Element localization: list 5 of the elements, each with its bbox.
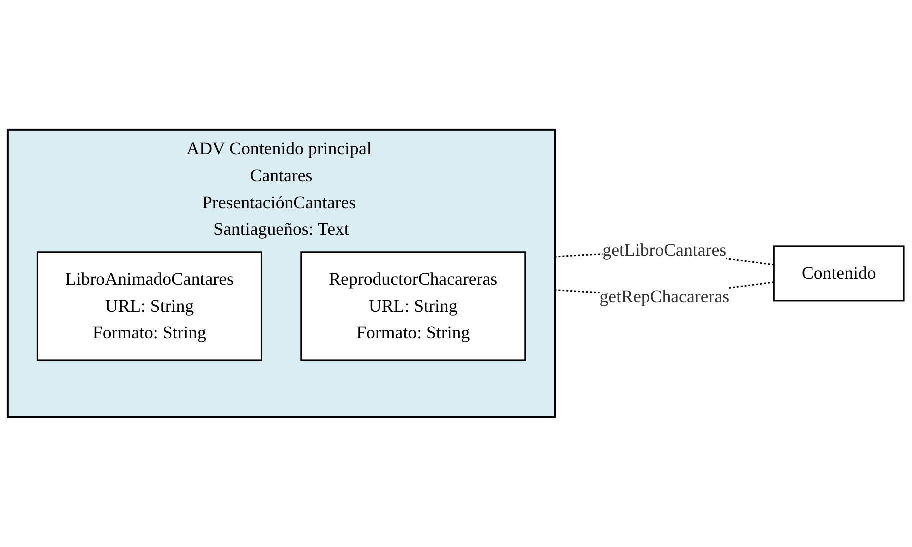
edge-label: getRepChacareras <box>600 286 730 306</box>
edge-label: getLibroCantares <box>602 240 727 260</box>
node-box: LibroAnimadoCantares URL: String Formato: String <box>36 251 262 361</box>
node-box: Contenido <box>773 245 905 302</box>
node-box: ReproductorChacareras URL: String Formato: String <box>300 251 526 361</box>
